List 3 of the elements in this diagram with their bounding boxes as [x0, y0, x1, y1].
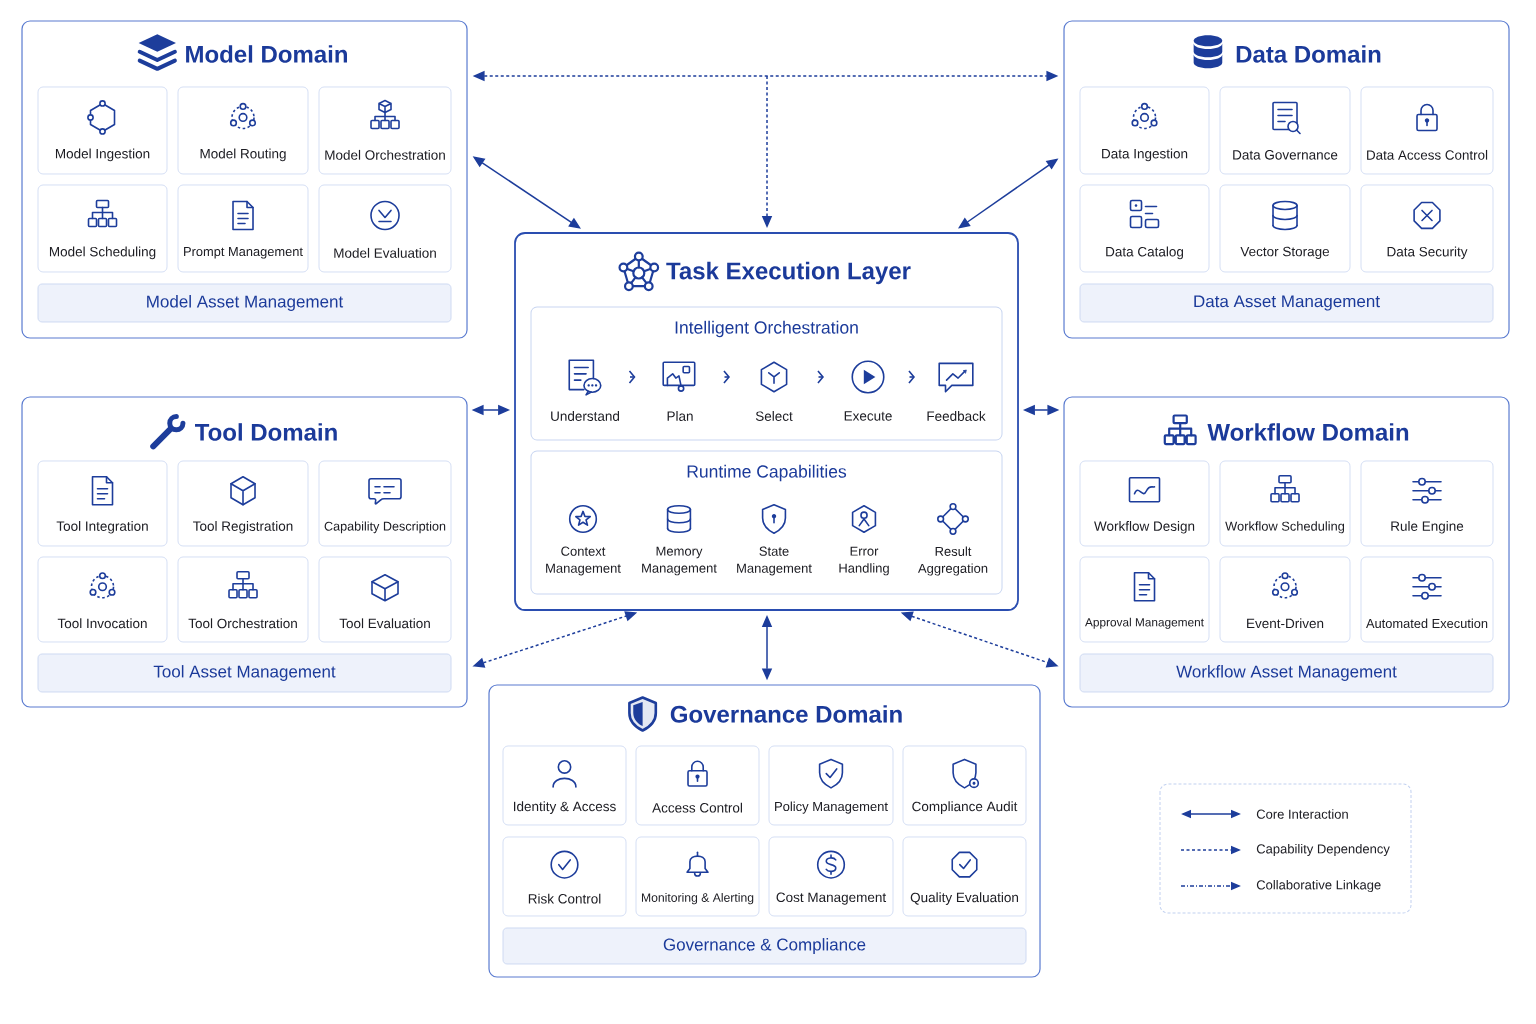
legend-label: Collaborative Linkage [1256, 879, 1381, 893]
legend-label: Capability Dependency [1256, 843, 1390, 857]
legend-label: Core Interaction [1256, 809, 1348, 819]
